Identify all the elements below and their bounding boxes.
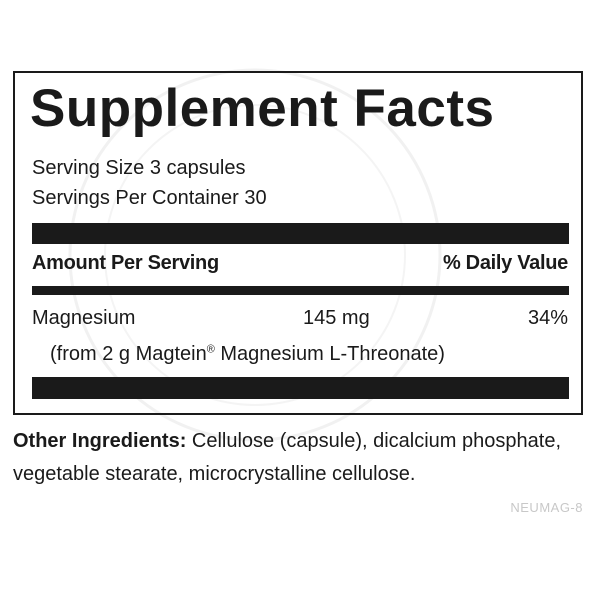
nutrient-amount: 145 mg: [303, 307, 370, 329]
product-code: NEUMAG-8: [510, 500, 583, 515]
divider-bottom: [32, 377, 569, 399]
registered-mark: ®: [206, 343, 215, 356]
serving-size: Serving Size 3 capsules: [32, 157, 246, 179]
supplement-facts-panel: Supplement Facts Serving Size 3 capsules…: [13, 71, 583, 415]
amount-per-serving-header: Amount Per Serving: [32, 252, 219, 274]
other-ingredients: Other Ingredients: Cellulose (capsule), …: [13, 425, 588, 491]
other-ingredients-label: Other Ingredients:: [13, 430, 187, 452]
nutrient-daily-value: 34%: [527, 307, 568, 329]
daily-value-header: % Daily Value: [442, 252, 568, 274]
divider-thick: [32, 223, 569, 244]
nutrient-source: (from 2 g Magtein® Magnesium L-Threonate…: [50, 341, 445, 367]
other-ingredients-text: Cellulose (capsule), dicalcium phosphate…: [13, 430, 561, 485]
nutrient-name: Magnesium: [32, 307, 136, 329]
servings-per-container: Servings Per Container 30: [32, 187, 267, 209]
source-suffix: Magnesium L-Threonate): [214, 343, 445, 365]
source-prefix: (from 2 g Magtein: [50, 343, 207, 365]
panel-title: Supplement Facts: [30, 79, 495, 138]
divider-medium: [32, 286, 569, 295]
